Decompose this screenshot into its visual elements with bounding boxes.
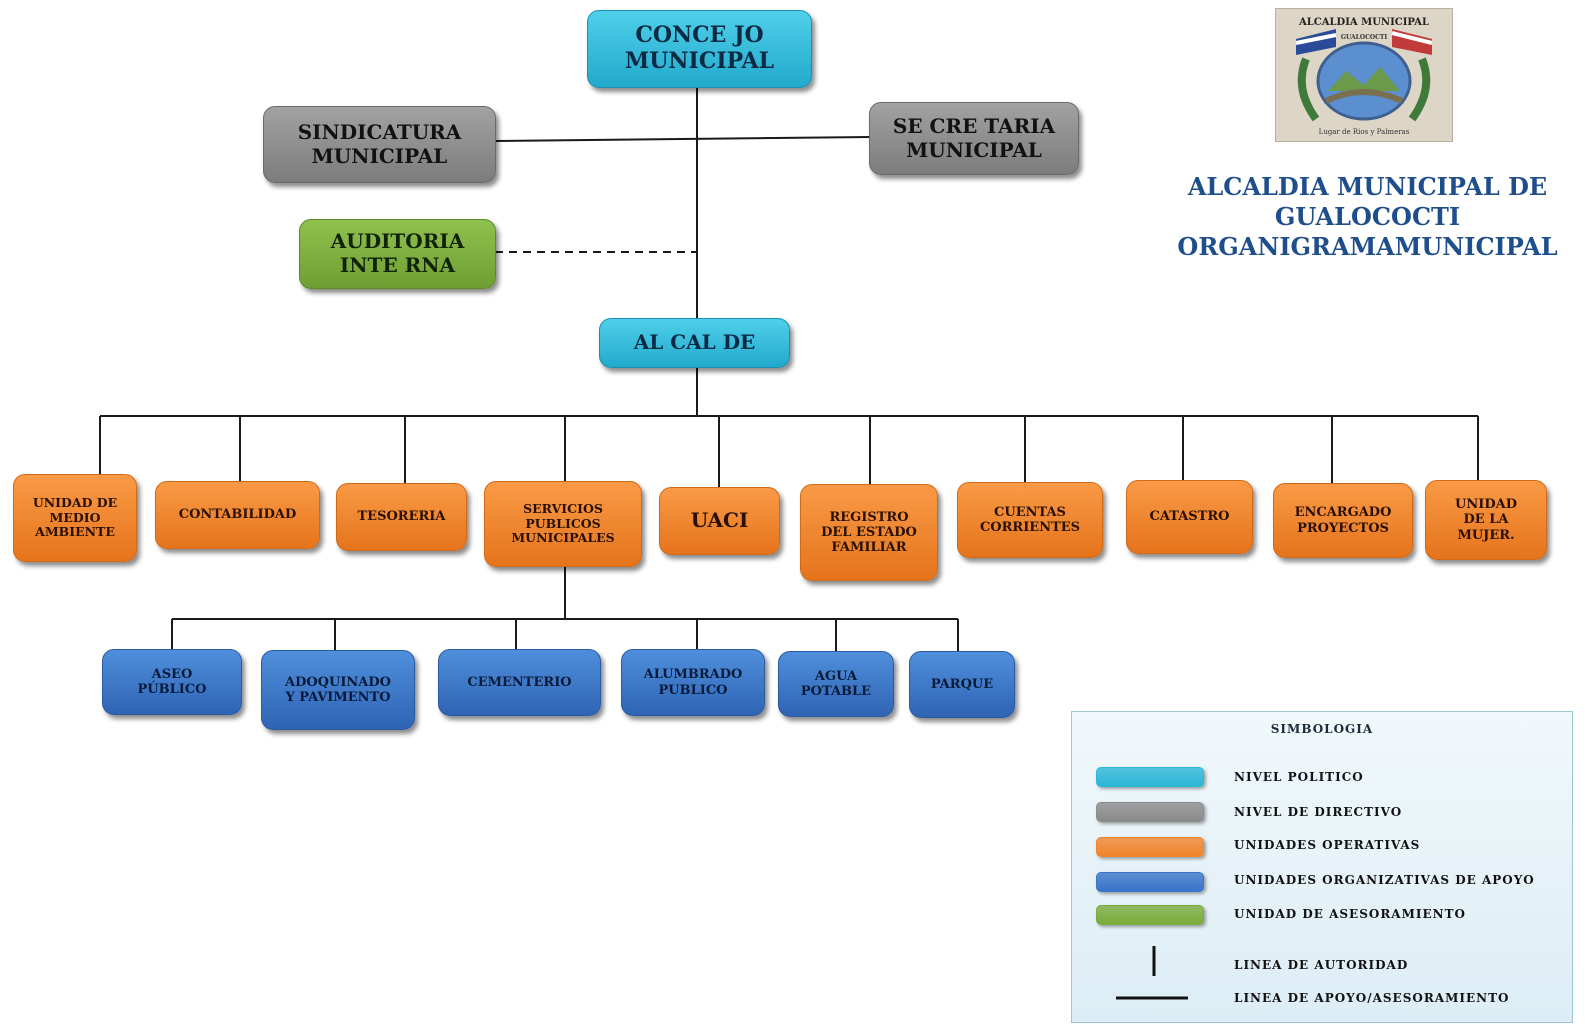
node-adoquinado-pavimento: ADOQUINADO Y PAVIMENTO (261, 650, 415, 730)
legend-label-support-line: LINEA DE APOYO/ASESORAMIENTO (1234, 991, 1510, 1005)
node-encargado-proyectos: ENCARGADO PROYECTOS (1273, 483, 1413, 558)
legend-label-apoyo: UNIDADES ORGANIZATIVAS DE APOYO (1234, 873, 1535, 887)
node-concejo-municipal: CONCE JO MUNICIPAL (587, 10, 812, 88)
page-title: ALCALDIA MUNICIPAL DE GUALOCOCTI ORGANIG… (1170, 172, 1565, 262)
svg-text:GUALOCOCTI: GUALOCOCTI (1341, 34, 1388, 41)
legend-label-directivo: NIVEL DE DIRECTIVO (1234, 805, 1403, 819)
node-registro-estado-familiar: REGISTRO DEL ESTADO FAMILIAR (800, 484, 938, 581)
node-uaci: UACI (659, 487, 780, 555)
municipal-logo: ALCALDIA MUNICIPAL GUALOCOCTI Lugar de R… (1275, 8, 1453, 142)
legend-label-asesoramiento: UNIDAD DE ASESORAMIENTO (1234, 907, 1466, 921)
title-line-1: ALCALDIA MUNICIPAL DE (1187, 172, 1548, 201)
node-auditoria-interna: AUDITORIA INTE RNA (299, 219, 496, 289)
legend-line-icons (1116, 946, 1188, 1000)
svg-text:ALCALDIA MUNICIPAL: ALCALDIA MUNICIPAL (1298, 17, 1429, 28)
legend-label-operativas: UNIDADES OPERATIVAS (1234, 838, 1421, 852)
legend-swatch-politico (1096, 767, 1204, 787)
legend-panel: SIMBOLOGIA NIVEL POLITICO NIVEL DE DIREC… (1071, 711, 1573, 1023)
svg-text:Lugar de Rios y Palmeras: Lugar de Rios y Palmeras (1319, 128, 1410, 136)
node-medio-ambiente: UNIDAD DE MEDIO AMBIENTE (13, 474, 137, 562)
directive-line (494, 136, 872, 142)
node-secretaria-municipal: SE CRE TARIA MUNICIPAL (869, 102, 1079, 175)
title-line-3: ORGANIGRAMAMUNICIPAL (1177, 232, 1558, 261)
node-tesoreria: TESORERIA (336, 483, 467, 551)
legend-title: SIMBOLOGIA (1270, 722, 1374, 736)
legend-swatch-apoyo (1096, 872, 1204, 892)
node-agua-potable: AGUA POTABLE (778, 651, 894, 717)
legend-swatch-asesoramiento (1096, 905, 1204, 925)
node-alumbrado-publico: ALUMBRADO PUBLICO (621, 649, 765, 716)
node-unidad-mujer: UNIDAD DE LA MUJER. (1425, 480, 1547, 560)
node-contabilidad: CONTABILIDAD (155, 481, 320, 549)
node-aseo-publico: ASEO PÚBLICO (102, 649, 242, 715)
title-line-2: GUALOCOCTI (1274, 202, 1461, 231)
node-parque: PARQUE (909, 651, 1015, 718)
node-sindicatura-municipal: SINDICATURA MUNICIPAL (263, 106, 496, 183)
node-cementerio: CEMENTERIO (438, 649, 601, 716)
legend-label-authority-line: LINEA DE AUTORIDAD (1234, 958, 1409, 972)
node-alcalde: AL CAL DE (599, 318, 790, 368)
node-servicios-publicos: SERVICIOS PUBLICOS MUNICIPALES (484, 481, 642, 567)
legend-swatch-directivo (1096, 802, 1204, 822)
node-catastro: CATASTRO (1126, 480, 1253, 554)
legend-label-politico: NIVEL POLITICO (1234, 770, 1364, 784)
legend-swatch-operativas (1096, 837, 1204, 857)
node-cuentas-corrientes: CUENTAS CORRIENTES (957, 482, 1103, 558)
